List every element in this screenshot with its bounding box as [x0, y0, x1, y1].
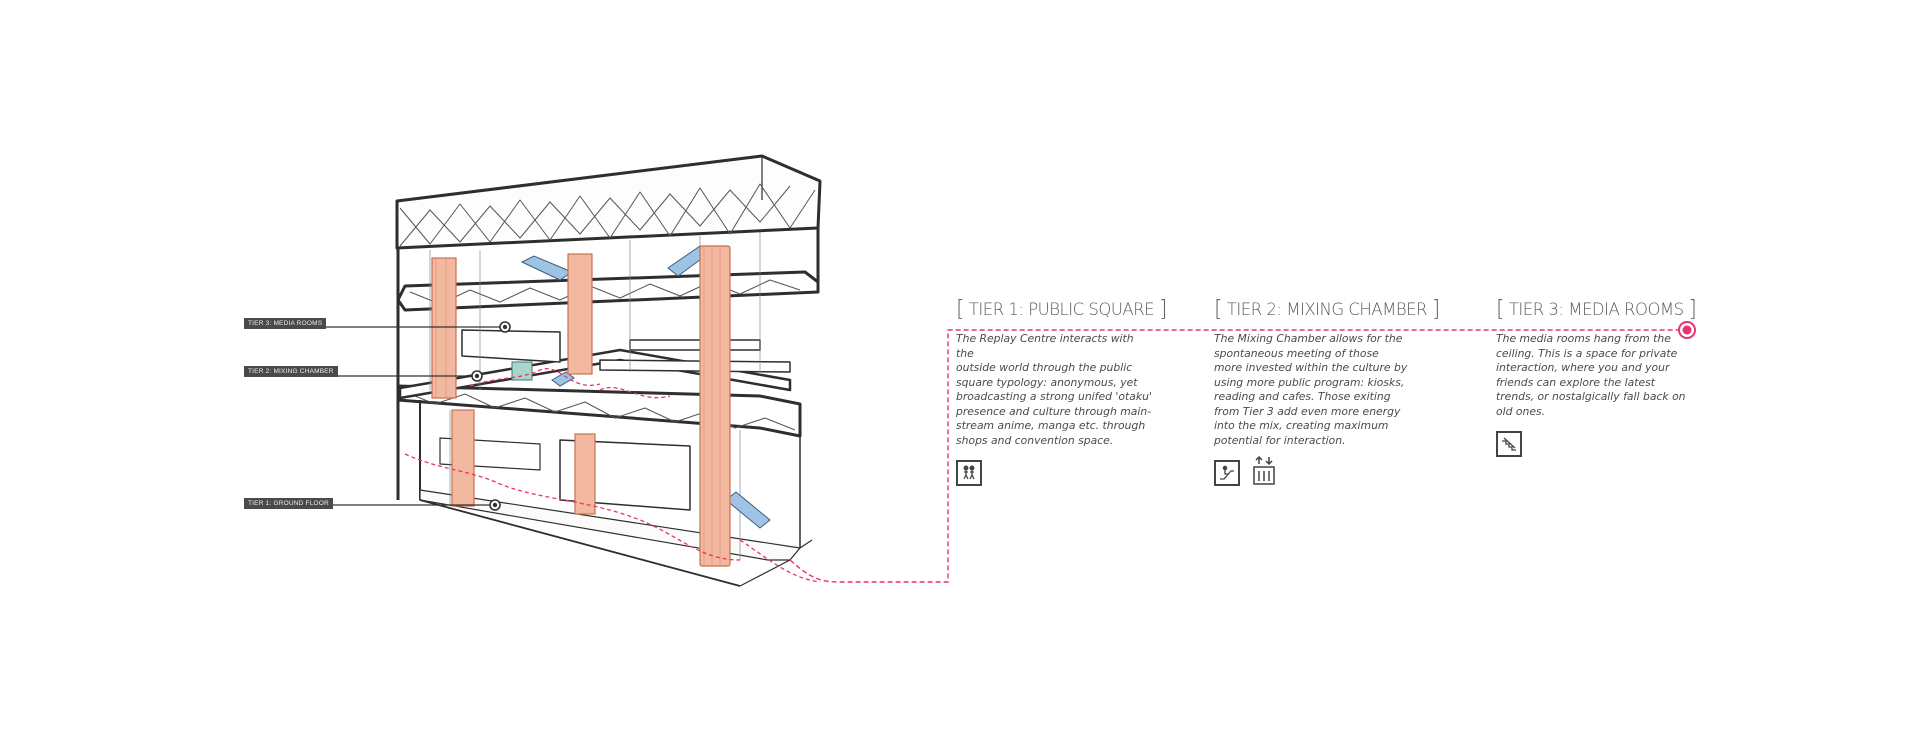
connector-line [789, 329, 1682, 583]
tier1-label: TIER 1: GROUND FLOOR [244, 498, 333, 509]
people-icon [956, 460, 982, 486]
tier1-column: [ TIER 1: PUBLIC SQUARE ] The Replay Cen… [956, 297, 1167, 486]
tier3-icons [1496, 431, 1696, 457]
tier2-title-text: TIER 2: MIXING CHAMBER [1226, 300, 1428, 319]
tier2-icons [1214, 455, 1414, 490]
tier2-column: [ TIER 2: MIXING CHAMBER ] The Mixing Ch… [1214, 297, 1440, 490]
leader-markers [471, 321, 511, 511]
circulation-paths [404, 368, 821, 583]
tier1-body: The Replay Centre interacts with the out… [956, 332, 1152, 447]
escalator-icon [1214, 460, 1240, 486]
tier3-body: The media rooms hang from the ceiling. T… [1496, 332, 1686, 418]
structural-columns [431, 245, 731, 567]
tier1-icons [956, 460, 1156, 486]
tier3-title: [ TIER 3: MEDIA ROOMS ] [1496, 297, 1697, 322]
tier3-column: [ TIER 3: MEDIA ROOMS ] The media rooms … [1496, 297, 1697, 457]
tier1-title: [ TIER 1: PUBLIC SQUARE ] [956, 297, 1167, 322]
stairs-icon [1496, 431, 1522, 457]
tier2-label: TIER 2: MIXING CHAMBER [244, 366, 338, 377]
tier3-title-text: TIER 3: MEDIA ROOMS [1508, 300, 1684, 319]
tier1-title-text: TIER 1: PUBLIC SQUARE [968, 300, 1155, 319]
connector-end-marker [1678, 321, 1696, 339]
kiosk-block [511, 361, 533, 381]
tier2-title: [ TIER 2: MIXING CHAMBER ] [1214, 297, 1440, 322]
tier3-label: TIER 3: MEDIA ROOMS [244, 318, 327, 329]
tier2-body: The Mixing Chamber allows for the sponta… [1214, 332, 1408, 447]
elevator-icon [1250, 455, 1278, 490]
